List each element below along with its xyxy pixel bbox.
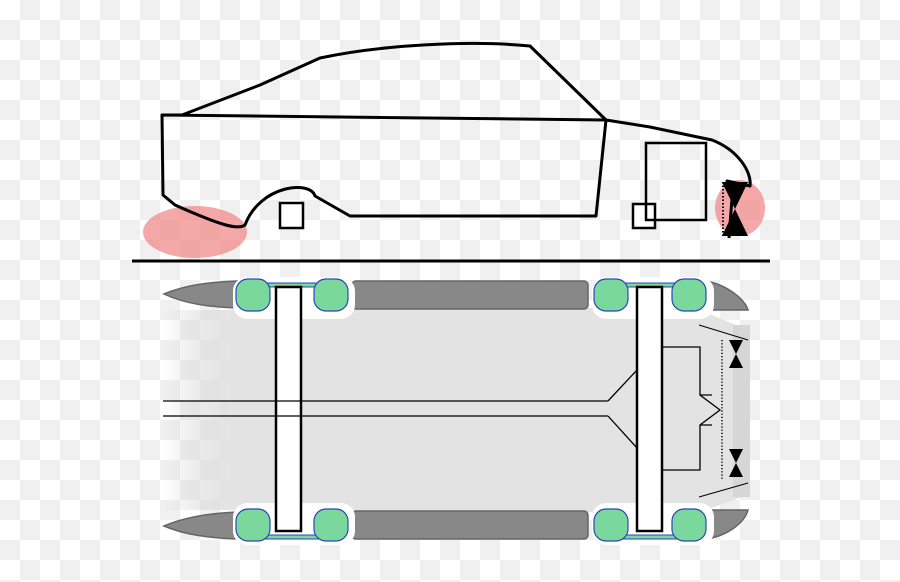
front-highlight-ellipse [715, 180, 765, 236]
engine-link [700, 394, 712, 426]
front-axle-beam [635, 285, 664, 533]
center-sill-top [351, 280, 589, 310]
wheel [671, 278, 707, 312]
wheel [313, 278, 349, 312]
side-view [143, 41, 765, 258]
top-view [162, 277, 750, 545]
engine-box [644, 141, 708, 222]
front-bumper-sensor [722, 182, 748, 236]
wheel [235, 508, 271, 542]
rear-axle-beam [274, 285, 303, 533]
rear-fade [163, 310, 233, 510]
driveshaft [163, 369, 638, 449]
front-axle-box [631, 202, 657, 230]
front-floor [605, 310, 748, 512]
right-side-sill-top [705, 280, 750, 311]
wheel [313, 508, 349, 542]
center-sill-bottom [351, 510, 589, 540]
front-sensors-top [698, 324, 749, 498]
wheel [593, 508, 629, 542]
rear-highlight-ellipse [143, 206, 247, 258]
rear-axle-box [278, 201, 305, 230]
engine-outline-top [662, 346, 722, 471]
wheel [235, 278, 271, 312]
car-body-outline [160, 41, 752, 239]
left-side-sill-bottom [162, 511, 239, 540]
wheel [671, 508, 707, 542]
left-side-sill-top [162, 280, 239, 309]
wheel [593, 278, 629, 312]
